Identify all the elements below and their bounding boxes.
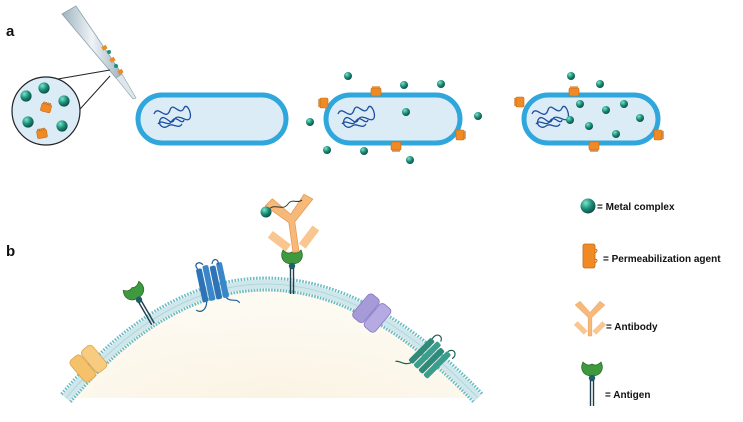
gpcr-receptor-icon	[195, 258, 241, 312]
ion-channel-icon	[69, 344, 108, 383]
antibody-icon	[573, 300, 607, 337]
magnifier-icon	[11, 69, 111, 146]
permeabilization-agent-icon	[582, 243, 598, 269]
legend-permeabilization-agent: = Permeabilization agent	[603, 254, 721, 265]
bacterium-loaded	[514, 72, 664, 152]
pipette-icon	[61, 5, 137, 100]
panel-b-label: b	[6, 243, 15, 260]
legend-antigen: = Antigen	[605, 390, 650, 401]
legend: = Metal complex = Permeabilization agent…	[573, 198, 721, 407]
bacterium-permeabilized	[306, 72, 482, 164]
bacterium-untreated	[135, 92, 289, 146]
ion-channel-purple	[352, 293, 392, 333]
antibody-bound	[261, 192, 323, 257]
antigen-icon	[581, 361, 603, 407]
metal-complex-icon	[580, 198, 596, 214]
cell-membrane	[60, 276, 484, 404]
panel-a-label: a	[6, 23, 15, 40]
legend-metal-complex: = Metal complex	[597, 202, 675, 213]
metal-complex-conjugate	[260, 199, 303, 218]
gpcr-receptor-teal	[395, 334, 456, 379]
legend-antibody: = Antibody	[606, 322, 658, 333]
